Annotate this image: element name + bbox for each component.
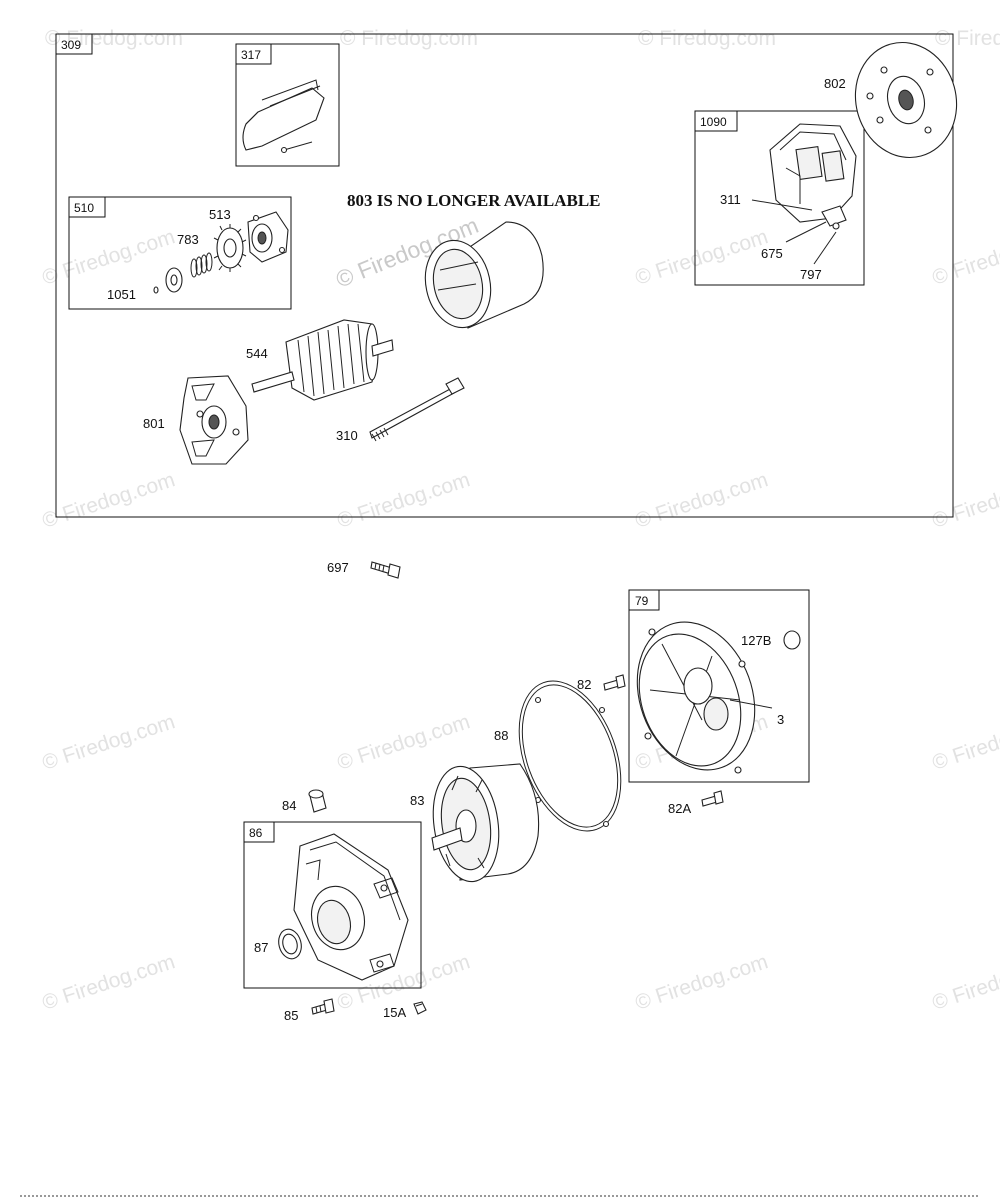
end-bracket-part <box>179 375 249 465</box>
end-cap-kit-1090: 1090 <box>694 110 865 286</box>
watermark: © Firedog.com <box>929 950 1000 1015</box>
watermark: © Firedog.com <box>632 225 770 290</box>
tag-1090: 1090 <box>700 115 727 129</box>
tag-box-86 <box>243 821 275 843</box>
tag-309: 309 <box>61 38 81 52</box>
brush-cover-part <box>242 79 325 154</box>
callout-675: 675 <box>761 246 783 261</box>
leader-3 <box>729 699 773 709</box>
leader-311 <box>751 199 813 211</box>
leader-675 <box>785 221 827 243</box>
tag-box-510 <box>68 196 106 218</box>
tag-box-1090 <box>694 110 738 132</box>
tag-frame-79 <box>628 589 810 783</box>
gasket-part <box>518 680 622 832</box>
nut-15a-part <box>413 1001 427 1015</box>
screw-85-part <box>311 998 335 1015</box>
callout-802: 802 <box>824 76 846 91</box>
watermark: © Firedog.com <box>39 225 177 290</box>
starter-housing-cylinder <box>424 221 544 329</box>
seal-87-part <box>278 928 302 960</box>
callout-84: 84 <box>282 798 296 813</box>
callout-15a: 15A <box>383 1005 406 1020</box>
armature-part <box>251 319 394 401</box>
rotor-part <box>431 763 540 883</box>
through-bolt-part <box>369 377 465 442</box>
callout-513: 513 <box>209 207 231 222</box>
watermark: © Firedog.com <box>638 27 776 50</box>
tag-510: 510 <box>74 201 94 215</box>
tag-box-79 <box>628 589 660 611</box>
watermark: © Firedog.com <box>632 468 770 533</box>
callout-801: 801 <box>143 416 165 431</box>
starter-assembly-frame <box>55 33 954 518</box>
callout-3: 3 <box>777 712 784 727</box>
callout-88: 88 <box>494 728 508 743</box>
callout-82: 82 <box>577 677 591 692</box>
leader-797 <box>813 231 837 265</box>
callout-82a: 82A <box>668 801 691 816</box>
callout-697: 697 <box>327 560 349 575</box>
drive-kit-510: 510 <box>68 196 292 310</box>
plug-84-part <box>308 789 327 813</box>
watermark: © Firedog.com <box>334 468 472 533</box>
spring-part <box>190 252 213 278</box>
tag-box-309 <box>55 33 93 55</box>
callout-83: 83 <box>410 793 424 808</box>
watermark: © Firedog.com <box>929 468 1000 533</box>
tag-79: 79 <box>635 594 649 608</box>
cover-casting-part <box>636 621 756 774</box>
watermark: © Firedog.com <box>340 27 478 50</box>
callout-311: 311 <box>720 192 741 207</box>
callout-783: 783 <box>177 232 199 247</box>
cover-assembly-79: 79 <box>628 589 810 783</box>
end-cap-part <box>769 123 857 230</box>
callout-544: 544 <box>246 346 268 361</box>
callout-310: 310 <box>336 428 358 443</box>
housing-casting-part <box>293 833 409 981</box>
watermark: © Firedog.com <box>929 225 1000 290</box>
watermark: © Firedog.com <box>632 950 770 1015</box>
watermark: © Firedog.com <box>39 468 177 533</box>
housing-assembly-86: 86 <box>243 821 422 989</box>
cover-plate-part <box>854 41 958 159</box>
screw-697-part <box>370 561 401 579</box>
watermark: © Firedog.com <box>929 710 1000 775</box>
notice-no-longer-available: 803 IS NO LONGER AVAILABLE <box>347 191 601 210</box>
screw-82a-part <box>701 790 724 807</box>
drive-pinion-part <box>247 211 289 263</box>
tag-frame-317 <box>235 43 340 167</box>
screw-82-part <box>603 674 626 691</box>
brush-kit-317: 317 <box>235 43 340 167</box>
callout-1051: 1051 <box>107 287 136 302</box>
tag-frame-86 <box>243 821 422 989</box>
tag-86: 86 <box>249 826 263 840</box>
plug-127b-part <box>783 630 801 650</box>
callout-127b: 127B <box>741 633 771 648</box>
washer-part <box>153 267 183 294</box>
watermark: © Firedog.com <box>39 950 177 1015</box>
tag-frame-510 <box>68 196 292 310</box>
tag-317: 317 <box>241 48 261 62</box>
callout-87: 87 <box>254 940 268 955</box>
watermark: © Firedog.com <box>45 27 183 50</box>
watermark: © Firedog.com <box>334 710 472 775</box>
callout-85: 85 <box>284 1008 298 1023</box>
tag-box-317 <box>235 43 272 65</box>
watermark: © Firedog.com <box>39 710 177 775</box>
tag-frame-1090 <box>694 110 865 286</box>
watermark: © Firedog.com <box>935 27 1000 50</box>
callout-797: 797 <box>800 267 822 282</box>
drive-gear-part <box>213 224 247 272</box>
